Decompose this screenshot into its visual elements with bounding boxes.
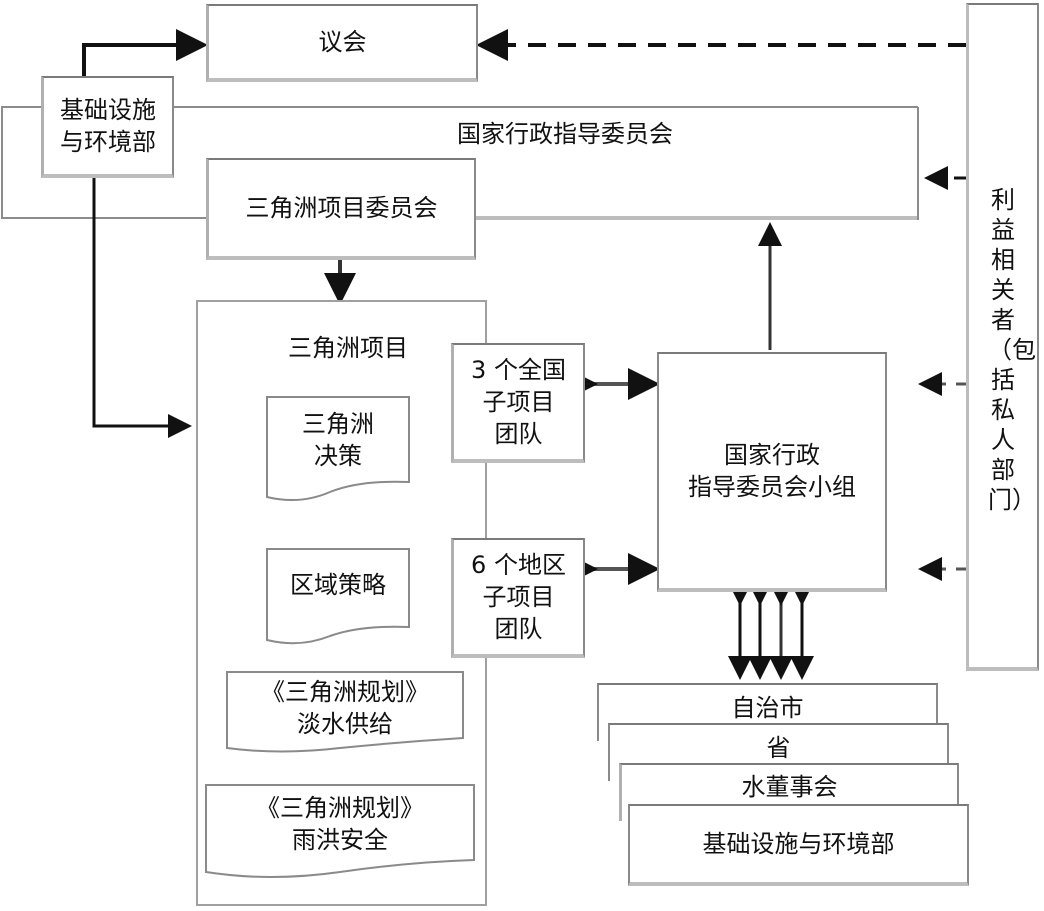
ministry-box: 基础设施 与环境部: [41, 76, 174, 178]
steering-committee-frame-left: [1, 106, 208, 219]
stack-provinces-label: 省: [766, 734, 791, 762]
ministry-to-programme-arrow: [92, 178, 192, 438]
national-steering-committee-label: 国家行政指导委员会: [457, 120, 673, 148]
document-delta-decision: 三角洲 决策: [302, 410, 374, 470]
delta-programme-committee-box: 三角洲项目委员会: [206, 158, 476, 260]
document-delta-plan-flood-safety: 《三角洲规划》 雨洪安全: [256, 794, 424, 854]
parliament-box: 议会: [206, 4, 478, 82]
national-subprojects-box: 3 个全国 子项目 团队: [451, 343, 585, 463]
stack-ministry-label: 基础设施与环境部: [702, 830, 895, 858]
regional-subprojects-label: 6 个地区 子项目 团队: [471, 551, 566, 643]
regional-subprojects-box: 6 个地区 子项目 团队: [451, 538, 585, 658]
ministry-label: 基础设施 与环境部: [60, 96, 156, 156]
delta-programme-committee-label: 三角洲项目委员会: [245, 194, 438, 222]
stack-ministry-box: 基础设施与环境部: [628, 804, 969, 886]
document-regional-strategy: 区域策略: [290, 571, 386, 599]
parliament-label: 议会: [318, 28, 367, 56]
delta-programme-title: 三角洲项目: [288, 334, 408, 362]
national-subprojects-label: 3 个全国 子项目 团队: [471, 356, 566, 448]
steering-group-label: 国家行政 指导委员会小组: [688, 441, 856, 501]
ministry-to-parliament-arrow: [82, 29, 208, 76]
stack-municipalities-label: 自治市: [731, 694, 804, 722]
stakeholders-label: 利益相关者（包括私人部门）: [988, 186, 1036, 514]
document-delta-plan-freshwater: 《三角洲规划》 淡水供给: [261, 678, 429, 738]
stakeholders-box: 利益相关者（包括私人部门）: [966, 3, 1039, 671]
stack-water-boards-label: 水董事会: [741, 773, 838, 801]
steering-group-box: 国家行政 指导委员会小组: [657, 352, 887, 592]
